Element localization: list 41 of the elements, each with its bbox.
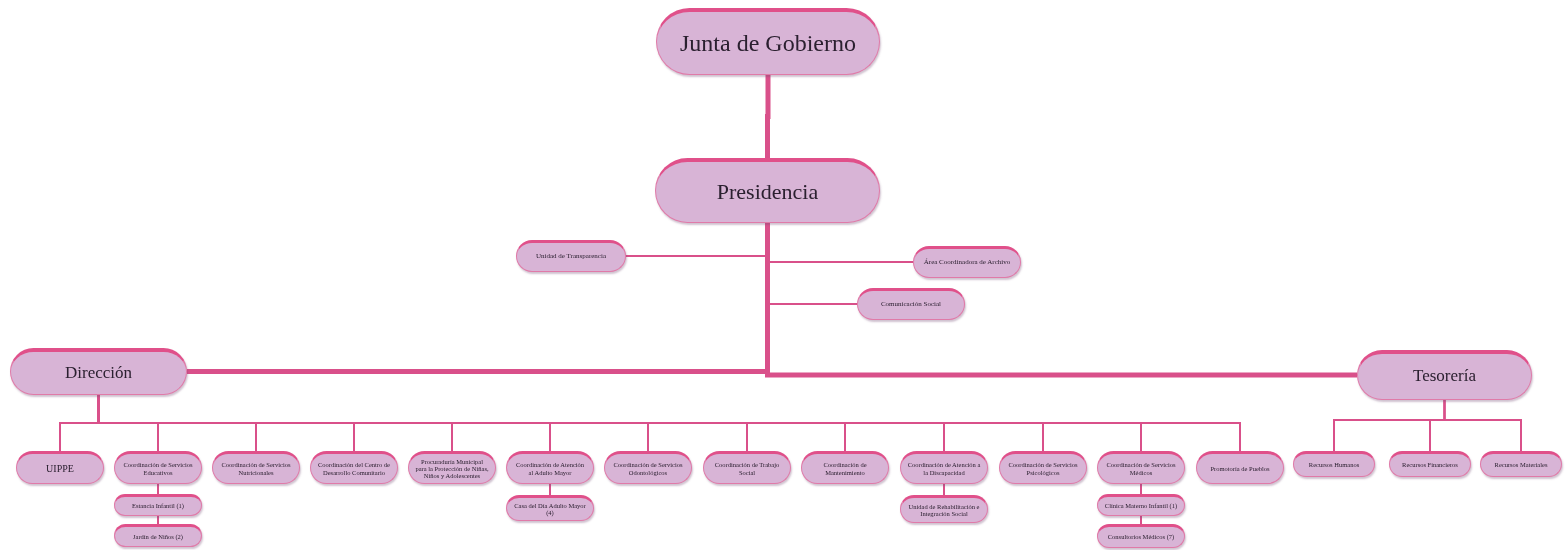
org-unit-box [1293, 451, 1375, 477]
connector-line [549, 483, 551, 496]
connector-line [1140, 483, 1142, 495]
org-unit-box [16, 451, 104, 484]
connector-line [943, 483, 945, 496]
org-unit-box [703, 451, 791, 484]
org-unit-box [900, 451, 988, 484]
org-unit-box [1097, 451, 1185, 484]
org-unit-box [999, 451, 1087, 484]
org-unit-box [408, 451, 496, 484]
connector-line [765, 75, 771, 158]
org-unit-box [1480, 451, 1562, 477]
org-unit-box [656, 8, 880, 75]
org-unit-box [310, 451, 398, 484]
org-unit-box [900, 495, 988, 523]
org-unit-box [1389, 451, 1471, 477]
org-unit-box [801, 451, 889, 484]
org-unit-box [1097, 524, 1185, 548]
org-unit-box [655, 158, 880, 223]
unit-name: Presidencia [716, 179, 819, 205]
org-unit-box [1097, 494, 1185, 516]
unit-name: Junta de Gobierno [680, 29, 856, 57]
org-unit-box [506, 495, 594, 521]
org-unit-box [114, 451, 202, 484]
unit-name: UIPPE [46, 463, 74, 474]
org-unit-box [114, 524, 202, 547]
org-unit-box [913, 246, 1021, 278]
org-unit-box [857, 288, 965, 320]
org-unit-box [10, 348, 187, 395]
org-unit-box [114, 494, 202, 516]
connector-line [157, 483, 159, 495]
unit-name: Tesorería [1413, 367, 1476, 386]
org-unit-box [516, 240, 626, 272]
org-unit-box [506, 451, 594, 484]
org-unit-box [212, 451, 300, 484]
org-unit-box [1357, 350, 1532, 400]
connector-line [157, 515, 159, 525]
org-unit-box [1196, 451, 1284, 484]
connector-line [1140, 515, 1142, 525]
org-unit-box [604, 451, 692, 484]
unit-name: Dirección [65, 363, 132, 383]
